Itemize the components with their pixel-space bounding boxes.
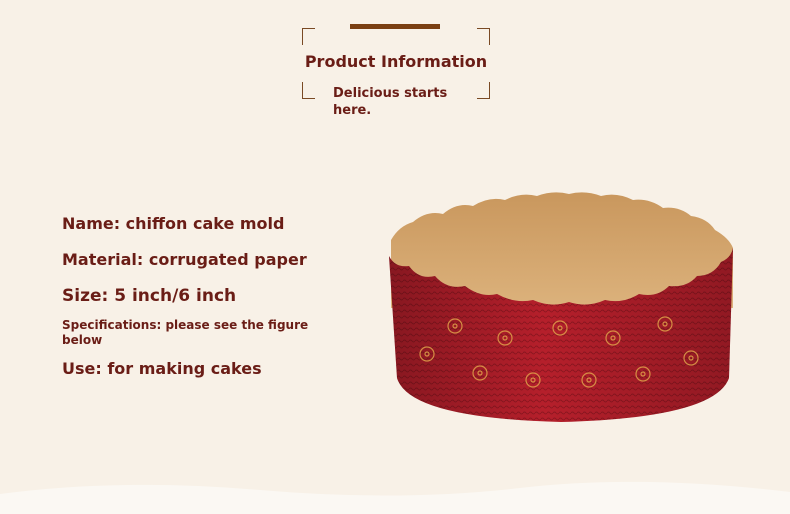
gold-flower-pattern xyxy=(419,316,699,388)
spec-name: Name: chiffon cake mold xyxy=(62,214,285,233)
frame-corner-top-right xyxy=(477,28,490,45)
cake-mold-image xyxy=(389,192,733,422)
header-accent-bar xyxy=(350,24,440,29)
page-subtitle: Delicious starts here. xyxy=(333,86,448,118)
spec-use: Use: for making cakes xyxy=(62,359,262,378)
frame-corner-bottom-left xyxy=(302,82,315,99)
page-title: Product Information xyxy=(304,52,488,71)
mold-inner-wall xyxy=(391,192,733,308)
spec-specifications: Specifications: please see the figure be… xyxy=(62,318,309,347)
header-frame: Product Information xyxy=(302,24,490,102)
spec-material: Material: corrugated paper xyxy=(62,250,307,269)
spec-size: Size: 5 inch/6 inch xyxy=(62,286,237,306)
frame-corner-bottom-right xyxy=(477,82,490,99)
frame-corner-top-left xyxy=(302,28,315,45)
bottom-wave xyxy=(0,481,790,514)
